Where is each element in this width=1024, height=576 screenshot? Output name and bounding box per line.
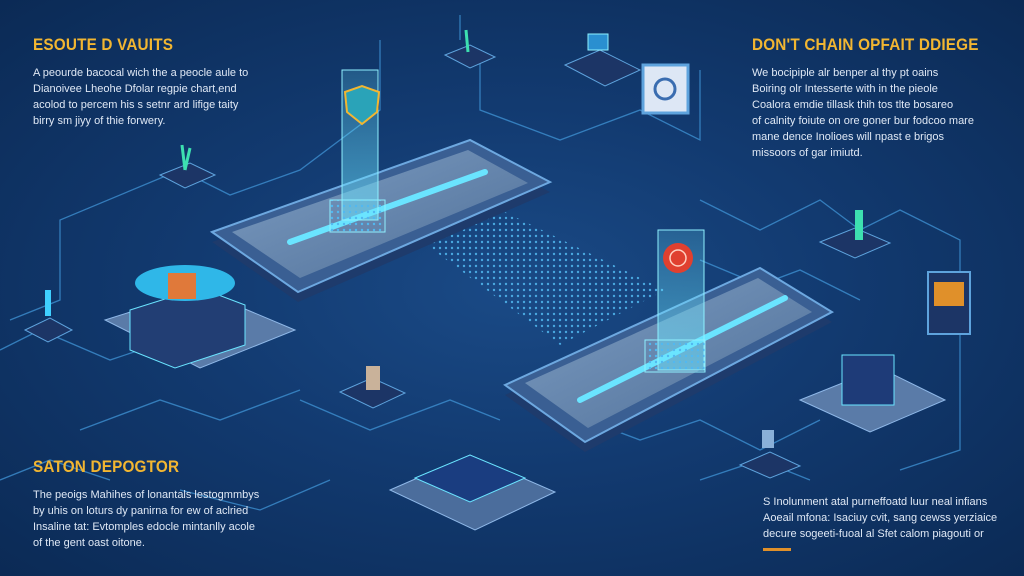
section-secure-vaults: ESOUTE D VAUITS A peourde bacocal wich t… xyxy=(33,35,248,129)
section-bottom-right: S Inolunment atal purneffoatd luur neal … xyxy=(763,494,997,551)
battery-icon xyxy=(798,354,947,433)
body-line: of calnity foiute on ore goner bur fodco… xyxy=(752,115,974,127)
body-line: Insaline tat: Evtomples edocle mintanlly… xyxy=(33,521,255,533)
plant-icon xyxy=(443,29,497,69)
section-heading: ESOUTE D VAUITS xyxy=(33,35,174,54)
body-line: of the gent oast oitone. xyxy=(33,537,145,549)
shield-icon xyxy=(343,84,381,126)
section-token-depositor: SATON DEPOGTOR The peoigs Mahihes of lon… xyxy=(33,457,259,551)
section-body: The peoigs Mahihes of lonantals lestogmm… xyxy=(33,487,259,551)
body-line: Coalora emdie tillask thih tos tlte bosa… xyxy=(752,99,954,111)
body-line: by uhis on loturs dy panirna for ew of a… xyxy=(33,505,249,517)
tablet-icon xyxy=(388,454,557,531)
body-line: missoors of gar imiutd. xyxy=(752,147,863,159)
plant-icon xyxy=(158,144,217,189)
body-line: We bocipiple alr benper al thy pt oains xyxy=(752,67,939,79)
body-line: The peoigs Mahihes of lonantals lestogmm… xyxy=(33,489,260,501)
body-line: Dianoivee Lheohe Dfolar regpie chart,end xyxy=(33,83,237,95)
section-chain-bridge: DON'T CHAIN OPFAIT DDIEGE We bocipiple a… xyxy=(752,35,1004,161)
usb-drive-icon xyxy=(818,210,892,259)
body-line: Boiring olr Intesserte with in the pieol… xyxy=(752,83,938,95)
ledger-platform-bottom xyxy=(503,229,835,452)
body-line: birry sm jiyy of thie forwery. xyxy=(33,115,166,127)
document-card-icon xyxy=(563,33,642,87)
section-body: A peourde bacocal wich the a peocle aule… xyxy=(33,65,248,129)
body-line: decure sogeeti-fuoal al Sfet calom piago… xyxy=(763,528,984,540)
node-pad xyxy=(23,317,74,343)
body-line: acolod to percem his s setnr ard lifige … xyxy=(33,99,239,111)
usb-drive-icon xyxy=(738,430,802,479)
section-body: We bocipiple alr benper al thy pt oains … xyxy=(752,65,1004,161)
figure-icon xyxy=(338,366,407,409)
screen-icon xyxy=(927,271,971,335)
section-heading: SATON DEPOGTOR xyxy=(33,457,180,476)
body-line: mane dence Inolioes will npast e brigos xyxy=(752,131,945,143)
body-line: Aoeail mfona: Isaciuy cvit, sang cewss y… xyxy=(763,512,998,524)
screen-icon xyxy=(641,63,690,115)
lock-badge-icon xyxy=(663,243,693,273)
section-heading: DON'T CHAIN OPFAIT DDIEGE xyxy=(752,35,979,54)
body-line: A peourde bacocal wich the a peocle aule… xyxy=(33,67,249,79)
body-line: S Inolunment atal purneffoatd luur neal … xyxy=(763,496,988,508)
accent-bar xyxy=(763,548,791,551)
section-body: S Inolunment atal purneffoatd luur neal … xyxy=(763,494,997,542)
ledger-platform-top xyxy=(209,69,553,302)
coin-vault-icon xyxy=(103,265,297,369)
